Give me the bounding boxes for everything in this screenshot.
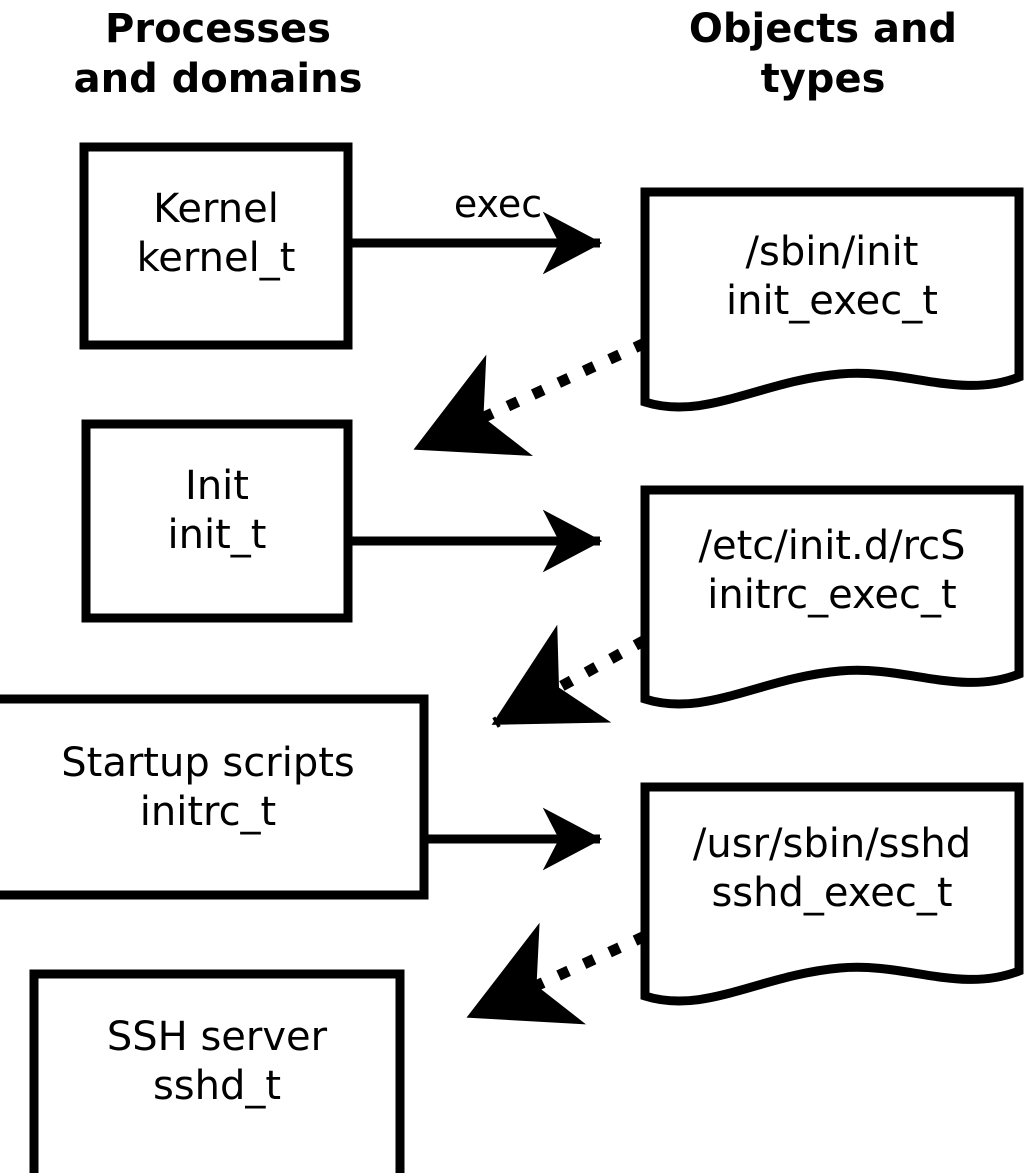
column-header-processes: Processes and domains (73, 6, 363, 102)
edge-label-exec: exec (453, 182, 543, 226)
edge-sshd-exec-to-sshd (466, 922, 648, 1025)
node-init-box[interactable] (81, 419, 353, 623)
edge-initrc-exec-to-initrc (491, 624, 648, 728)
column-header-objects: Objects and types (688, 6, 958, 102)
node-kernel-box[interactable] (79, 142, 353, 350)
node-sshd-box[interactable] (29, 969, 405, 1173)
node-initrc-exec-doc[interactable] (640, 485, 1024, 709)
node-init-exec-doc[interactable] (640, 187, 1024, 412)
node-initrc-box[interactable] (0, 694, 429, 900)
node-sshd-exec-doc[interactable] (640, 782, 1024, 1006)
edge-init-exec-to-init (413, 338, 648, 457)
